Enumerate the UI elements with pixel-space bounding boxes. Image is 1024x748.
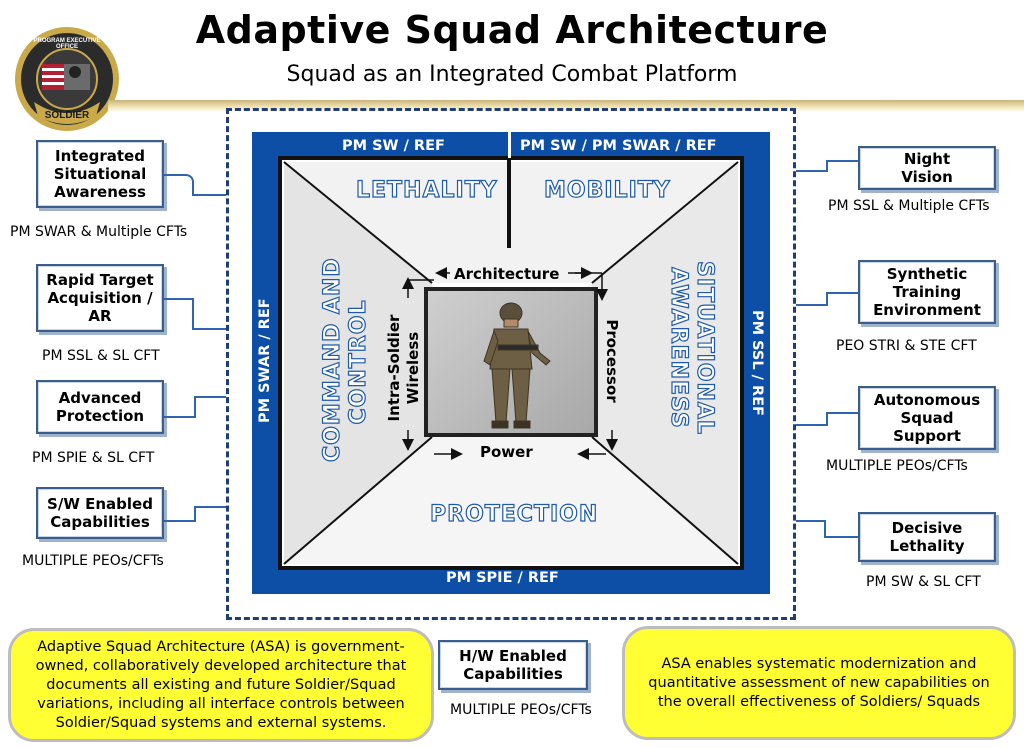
connector-autonomous	[796, 424, 826, 426]
connector-lethality-h	[826, 536, 858, 538]
frame-label-right: PM SSL / REF	[749, 310, 765, 416]
capability-box-lethality: Decisive Lethality	[858, 512, 996, 562]
capability-box-ste: Synthetic Training Environment	[858, 260, 996, 324]
connector-autonomous-v	[826, 412, 858, 426]
capability-sub-hw: MULTIPLE PEOs/CFTs	[450, 702, 592, 718]
capability-sub-isa: PM SWAR & Multiple CFTs	[10, 224, 188, 240]
connector-lethality	[796, 520, 826, 538]
quadrant-lethality: LETHALITY	[355, 177, 498, 203]
quadrant-mobility: MOBILITY	[543, 177, 671, 203]
capability-sub-ste: PEO STRI & STE CFT	[836, 338, 977, 354]
logo-bottom-text: SOLDIER	[44, 110, 90, 121]
arch-label-wireless-line1: Intra-Soldier	[385, 314, 403, 422]
connector-isa	[164, 174, 194, 196]
capability-sub-sw: MULTIPLE PEOs/CFTs	[22, 553, 164, 569]
connector-night-vision	[796, 170, 826, 172]
quadrant-situational-awareness: SITUATIONAL AWARENESS	[657, 243, 717, 453]
capability-sub-night-vision: PM SSL & Multiple CFTs	[828, 198, 990, 214]
arch-label-wireless-line2: Wireless	[404, 331, 422, 405]
connector-ste-v	[826, 292, 858, 306]
architecture-arrows	[402, 267, 618, 460]
arch-label-power: Power	[480, 443, 533, 461]
frame-label-left: PM SWAR / REF	[257, 298, 273, 423]
capability-box-isa: Integrated Situational Awareness	[36, 140, 164, 208]
capability-box-sw: S/W Enabled Capabilities	[36, 487, 164, 539]
connector-rta-h	[194, 328, 226, 330]
frame-label-top-left: PM SW / REF	[342, 138, 445, 154]
peo-soldier-logo: PROGRAM EXECUTIVE OFFICE SOLDIER	[12, 24, 122, 134]
connector-sw-v	[194, 506, 226, 522]
capability-box-protection: Advanced Protection	[36, 380, 164, 434]
quadrant-command-control: COMMAND AND CONTROL	[319, 257, 380, 463]
page-title: Adaptive Squad Architecture	[195, 8, 829, 52]
note-asa-definition: Adaptive Squad Architecture (ASA) is gov…	[8, 628, 434, 742]
connector-protection	[164, 416, 194, 418]
connector-sw	[164, 520, 194, 522]
quadrant-situational-line1: SITUATIONAL	[691, 260, 717, 435]
logo-top-text: PROGRAM EXECUTIVE OFFICE	[33, 38, 101, 50]
arch-label-architecture: Architecture	[454, 265, 560, 283]
connector-rta	[164, 298, 194, 330]
quadrant-command-line1: COMMAND AND	[319, 257, 345, 463]
connector-isa-h	[194, 194, 226, 196]
quadrant-situational-line2: AWARENESS	[665, 267, 691, 430]
connector-night-vision-v	[826, 160, 858, 172]
capability-box-hw: H/W Enabled Capabilities	[438, 640, 588, 690]
capability-sub-autonomous: MULTIPLE PEOs/CFTs	[826, 458, 968, 474]
connector-protection-v	[194, 396, 226, 418]
soldier-image	[424, 287, 598, 437]
frame-label-top-right: PM SW / PM SWAR / REF	[520, 138, 717, 154]
capability-sub-lethality: PM SW & SL CFT	[866, 574, 981, 590]
capability-sub-rta: PM SSL & SL CFT	[42, 348, 160, 364]
capability-box-night-vision: Night Vision	[858, 146, 996, 190]
frame-label-bottom: PM SPIE / REF	[446, 570, 559, 586]
capability-box-rta: Rapid Target Acquisition / AR	[36, 264, 164, 332]
arch-label-wireless: Intra-Soldier Wireless	[385, 303, 425, 433]
capability-box-autonomous: Autonomous Squad Support	[858, 386, 996, 450]
note-asa-benefit: ASA enables systematic modernization and…	[622, 626, 1016, 740]
capability-sub-protection: PM SPIE & SL CFT	[32, 450, 155, 466]
quadrant-protection: PROTECTION	[429, 501, 599, 527]
arch-label-processor: Processor	[603, 319, 621, 403]
connector-ste	[796, 304, 826, 306]
quadrant-command-line2: CONTROL	[345, 299, 371, 425]
page-subtitle: Squad as an Integrated Combat Platform	[286, 62, 738, 87]
diagram-dashed-border	[226, 108, 796, 620]
